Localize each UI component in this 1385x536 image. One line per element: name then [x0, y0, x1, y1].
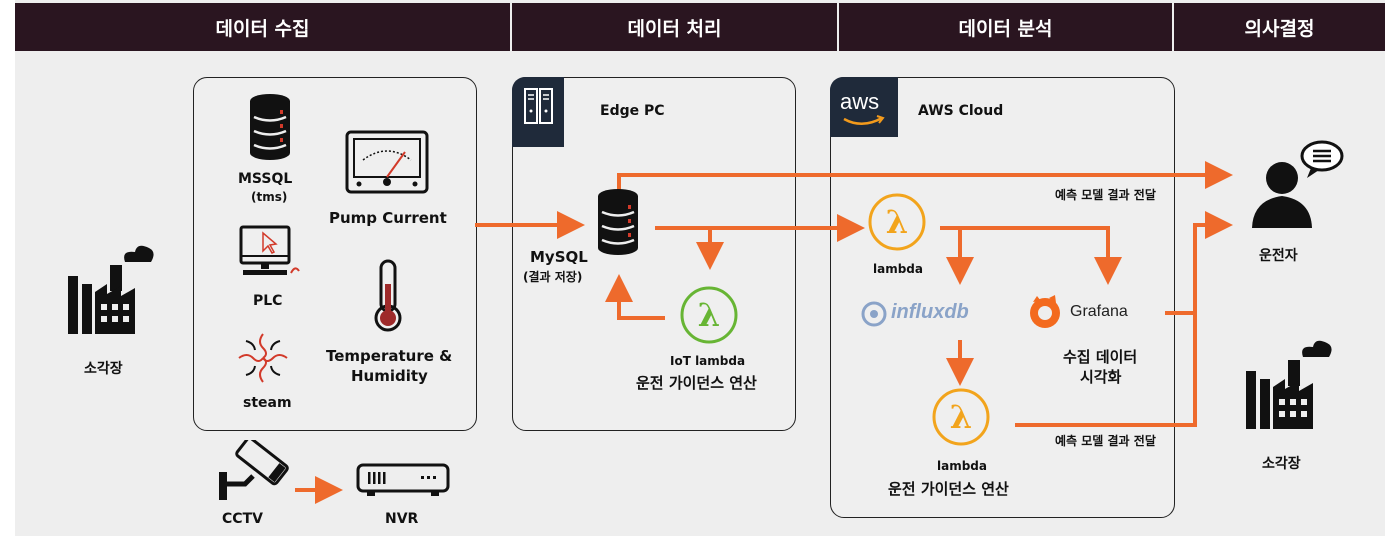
lambda2-label: lambda	[937, 459, 987, 473]
arrow-mysql-to-operator	[617, 161, 1233, 195]
edge-title: Edge PC	[600, 103, 665, 119]
server-icon	[524, 88, 553, 124]
aws-smile-icon	[843, 115, 885, 125]
database-icon	[250, 94, 290, 160]
influxdb-label: influxdb	[891, 301, 969, 323]
cloud-title: AWS Cloud	[918, 103, 1004, 119]
computer-icon	[239, 225, 300, 275]
viz-label-line1: 수집 데이터	[1063, 348, 1138, 366]
aws-logo: aws	[840, 89, 880, 114]
temp-label-line1: Temperature &	[326, 347, 453, 365]
gauge-icon	[345, 130, 429, 194]
header-collect: 데이터 수집	[15, 3, 510, 51]
diagram-canvas: 데이터 수집 데이터 처리 데이터 분석 의사결정 Edge PC aws AW…	[15, 0, 1385, 536]
flow-label-top: 예측 모델 결과 전달	[1055, 188, 1156, 202]
cctv-label: CCTV	[222, 511, 263, 527]
nvr-icon	[356, 463, 450, 496]
operator-icon	[1252, 140, 1344, 228]
flow-label-bottom: 예측 모델 결과 전달	[1055, 434, 1156, 448]
collect-panel	[193, 77, 477, 431]
grafana-logo-icon	[1030, 295, 1060, 328]
svg-text:λ: λ	[698, 296, 720, 334]
steam-label: steam	[243, 395, 292, 411]
cloud-panel	[830, 77, 1175, 518]
header-process: 데이터 처리	[512, 3, 837, 51]
svg-text:λ: λ	[886, 203, 908, 241]
lambda2-sub-label: 운전 가이던스 연산	[888, 480, 1009, 498]
pump-label: Pump Current	[329, 209, 447, 227]
mssql-label: MSSQL	[238, 171, 293, 187]
lambda-label: lambda	[873, 262, 923, 276]
iot-lambda-label: IoT lambda	[670, 354, 746, 368]
temp-label-line2: Humidity	[351, 367, 428, 385]
lambda2-icon: λ	[932, 388, 990, 446]
header-analyze: 데이터 분석	[839, 3, 1172, 51]
mysql-label: MySQL	[530, 248, 588, 266]
operator-label: 운전자	[1259, 248, 1298, 264]
site-right-label: 소각장	[1262, 456, 1301, 472]
viz-label-line2: 시각화	[1080, 368, 1122, 386]
site-left-label: 소각장	[84, 361, 123, 377]
iot-lambda-icon: λ	[680, 286, 738, 344]
header-decide: 의사결정	[1174, 3, 1385, 51]
factory-right-icon	[1246, 340, 1332, 429]
factory-icon	[68, 245, 154, 334]
mysql-sub-label: (결과 저장)	[523, 270, 583, 284]
nvr-label: NVR	[385, 511, 419, 527]
edge-pc-badge	[512, 77, 564, 147]
influxdb-logo-icon	[861, 301, 887, 327]
plc-label: PLC	[253, 293, 283, 309]
cctv-icon	[219, 440, 289, 500]
arrow-lambda-to-grafana	[940, 226, 1122, 285]
grafana-label: Grafana	[1070, 303, 1128, 320]
mysql-database-icon	[598, 189, 638, 255]
aws-badge: aws	[830, 77, 898, 137]
flow-arrows	[295, 161, 1233, 504]
arrow-lambda2-to-operator	[1015, 211, 1233, 427]
arrow-iot-to-mysql	[605, 274, 665, 320]
iot-lambda-sub-label: 운전 가이던스 연산	[636, 374, 757, 392]
mssql-sub-label: (tms)	[251, 190, 288, 204]
thermometer-icon	[374, 259, 402, 332]
lambda-icon: λ	[868, 193, 926, 251]
steam-icon	[238, 333, 288, 383]
svg-text:λ: λ	[950, 398, 972, 436]
